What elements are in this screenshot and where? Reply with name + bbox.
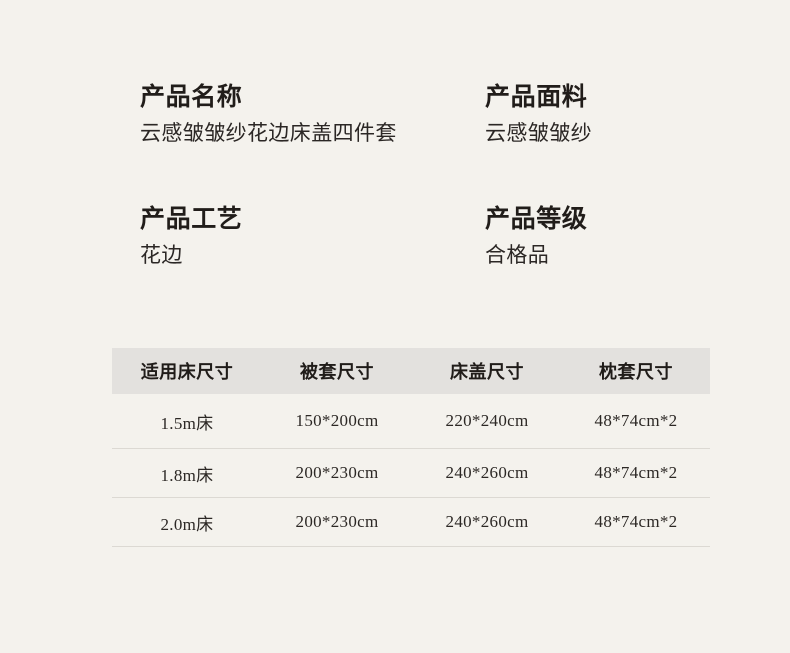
spec-label-product-name: 产品名称 (140, 84, 243, 111)
cell-pillowcase-size: 48*74cm*2 (562, 394, 710, 449)
spec-value-product-name: 云感皱皱纱花边床盖四件套 (140, 121, 397, 145)
spec-label-product-fabric: 产品面料 (485, 84, 588, 111)
size-table-header-duvet-cover-size: 被套尺寸 (300, 362, 374, 382)
size-specification-table: 适用床尺寸 被套尺寸 床盖尺寸 枕套尺寸 1.5m床 150*200cm 220… (112, 348, 710, 547)
spec-row-2: 产品工艺 花边 产品等级 合格品 (140, 204, 720, 269)
cell-bed-size: 2.0m床 (112, 497, 262, 547)
size-table-header: 适用床尺寸 被套尺寸 床盖尺寸 枕套尺寸 (112, 348, 710, 394)
spec-item-product-craft: 产品工艺 花边 (140, 204, 485, 269)
size-table-header-bed-size: 适用床尺寸 (140, 362, 234, 382)
size-table-body: 1.5m床 150*200cm 220*240cm 48*74cm*2 1.8m… (112, 394, 710, 547)
cell-duvet-cover-size: 200*230cm (262, 497, 412, 547)
cell-bedspread-size: 240*260cm (412, 497, 562, 547)
cell-bed-size: 1.8m床 (112, 448, 262, 498)
table-row: 1.8m床 200*230cm 240*260cm 48*74cm*2 (112, 448, 710, 498)
cell-pillowcase-size: 48*74cm*2 (562, 497, 710, 547)
spec-label-product-grade: 产品等级 (485, 206, 588, 234)
cell-pillowcase-size: 48*74cm*2 (562, 448, 710, 498)
spec-item-product-name: 产品名称 云感皱皱纱花边床盖四件套 (140, 82, 485, 147)
size-table-header-bedspread-size: 床盖尺寸 (450, 362, 524, 382)
product-spec-grid: 产品名称 云感皱皱纱花边床盖四件套 产品面料 云感皱皱纱 产品工艺 花边 产品等… (140, 82, 720, 270)
spec-item-product-grade: 产品等级 合格品 (485, 204, 720, 269)
size-table-header-row: 适用床尺寸 被套尺寸 床盖尺寸 枕套尺寸 (112, 348, 710, 394)
spec-item-product-fabric: 产品面料 云感皱皱纱 (485, 82, 720, 147)
cell-bedspread-size: 220*240cm (412, 394, 562, 449)
table-row: 1.5m床 150*200cm 220*240cm 48*74cm*2 (112, 394, 710, 449)
cell-duvet-cover-size: 200*230cm (262, 448, 412, 498)
spec-row-1: 产品名称 云感皱皱纱花边床盖四件套 产品面料 云感皱皱纱 (140, 82, 720, 147)
spec-value-product-craft: 花边 (140, 243, 183, 268)
spec-value-product-grade: 合格品 (485, 243, 550, 268)
cell-bedspread-size: 240*260cm (412, 448, 562, 498)
size-table-header-pillowcase-size: 枕套尺寸 (599, 362, 673, 382)
cell-bed-size: 1.5m床 (112, 394, 262, 449)
table-row: 2.0m床 200*230cm 240*260cm 48*74cm*2 (112, 497, 710, 547)
cell-duvet-cover-size: 150*200cm (262, 394, 412, 449)
spec-value-product-fabric: 云感皱皱纱 (485, 121, 592, 145)
spec-label-product-craft: 产品工艺 (140, 206, 243, 234)
